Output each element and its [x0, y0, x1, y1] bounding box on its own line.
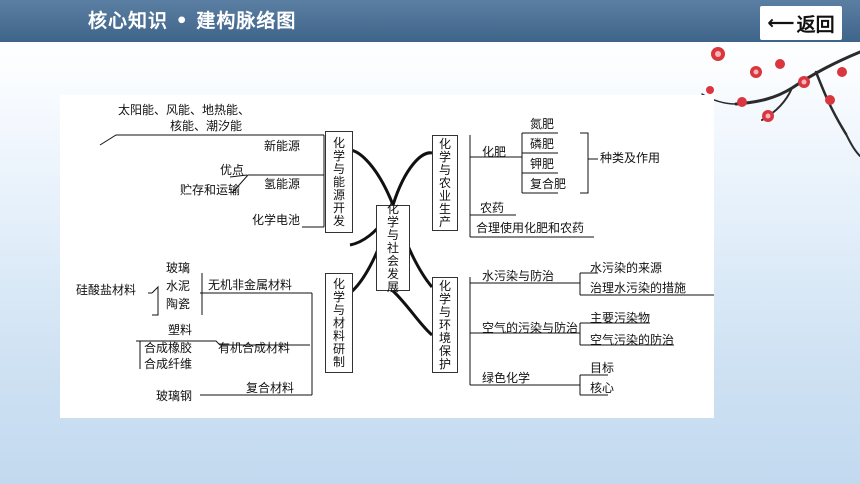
branch-energy: 化学与能源开发 — [325, 131, 353, 233]
branch-material: 化学与材料研制 — [325, 273, 353, 373]
env-green-goal: 目标 — [590, 361, 615, 375]
agri-compound: 复合肥 — [530, 177, 567, 191]
back-button[interactable]: ⟵ 返回 — [760, 6, 842, 40]
page-title: 核心知识 • 建构脉络图 — [88, 10, 297, 32]
energy-hydrogen-storage: 贮存和运输 — [180, 183, 241, 197]
env-water-source: 水污染的来源 — [590, 261, 663, 275]
agri-fertilizer: 化肥 — [482, 145, 507, 159]
material-inorganic: 无机非金属材料 — [208, 278, 293, 292]
energy-new-items-1: 太阳能、风能、地热能、 — [118, 103, 251, 117]
material-composite: 复合材料 — [246, 381, 295, 395]
env-green-core: 核心 — [590, 381, 615, 395]
env-air: 空气的污染与防治 — [482, 321, 579, 335]
agri-rational-use: 合理使用化肥和农药 — [476, 221, 585, 235]
back-arrow-icon: ⟵ — [767, 12, 795, 34]
back-button-label: 返回 — [796, 13, 835, 36]
header-bar: 核心知识 • 建构脉络图 ⟵ 返回 — [0, 0, 860, 42]
agri-phosphate: 磷肥 — [530, 137, 555, 151]
agri-role: 种类及作用 — [600, 151, 661, 165]
energy-hydrogen-advantage: 优点 — [220, 163, 245, 177]
energy-new-energy: 新能源 — [264, 139, 301, 153]
material-plastic: 塑料 — [168, 323, 193, 337]
center-node: 化学与社会发展 — [376, 202, 410, 293]
material-glass: 玻璃 — [166, 261, 191, 275]
material-fiber: 合成纤维 — [144, 357, 193, 371]
branch-agri: 化学与农业生产 — [432, 135, 458, 231]
env-air-control: 空气污染的防治 — [590, 333, 675, 347]
material-fiberglass: 玻璃钢 — [156, 389, 193, 403]
agri-pesticide: 农药 — [480, 201, 505, 215]
energy-new-items-2: 核能、潮汐能 — [170, 119, 243, 133]
material-silicate: 硅酸盐材料 — [76, 283, 137, 297]
energy-battery: 化学电池 — [252, 213, 301, 227]
agri-potash: 钾肥 — [530, 157, 555, 171]
env-water-measures: 治理水污染的措施 — [590, 281, 687, 295]
material-organic: 有机合成材料 — [218, 341, 291, 355]
mindmap-card: 化学与社会发展 化学与能源开发 化学与材料研制 化学与农业生产 化学与环境保护 … — [60, 95, 714, 418]
material-cement: 水泥 — [166, 279, 191, 293]
material-rubber: 合成橡胶 — [144, 341, 193, 355]
energy-hydrogen: 氢能源 — [264, 177, 301, 191]
env-water: 水污染与防治 — [482, 269, 555, 283]
material-ceramics: 陶瓷 — [166, 297, 191, 311]
mindmap-lines — [99, 132, 714, 396]
plum-blossom-decoration — [701, 47, 860, 157]
env-green: 绿色化学 — [482, 371, 531, 385]
env-air-pollutants: 主要污染物 — [590, 311, 651, 325]
branch-env: 化学与环境保护 — [432, 277, 458, 373]
agri-nitrogen: 氮肥 — [530, 117, 555, 131]
